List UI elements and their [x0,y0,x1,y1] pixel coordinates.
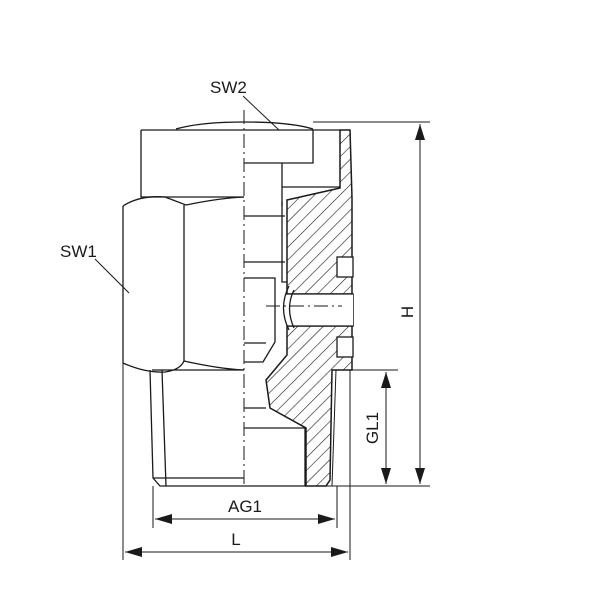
inner-bore [244,215,285,363]
upper-hex-nut-sw2 [140,121,340,206]
leader-sw1: SW1 [60,242,130,294]
lower-hex-nut-sw1 [122,196,245,373]
hatched-section [265,129,354,495]
dimension-ag1: AG1 [152,486,338,528]
label-h: H [398,306,417,318]
dimension-h: H [306,121,430,487]
label-sw2: SW2 [210,78,247,97]
label-ag1: AG1 [228,497,262,516]
label-sw1: SW1 [60,242,97,261]
label-l: L [231,530,240,549]
leader-sw2: SW2 [210,78,280,131]
dimension-l: L [122,363,351,560]
centerlines [243,110,342,486]
label-gl1: GL1 [363,412,382,444]
dimension-gl1: GL1 [352,369,398,484]
